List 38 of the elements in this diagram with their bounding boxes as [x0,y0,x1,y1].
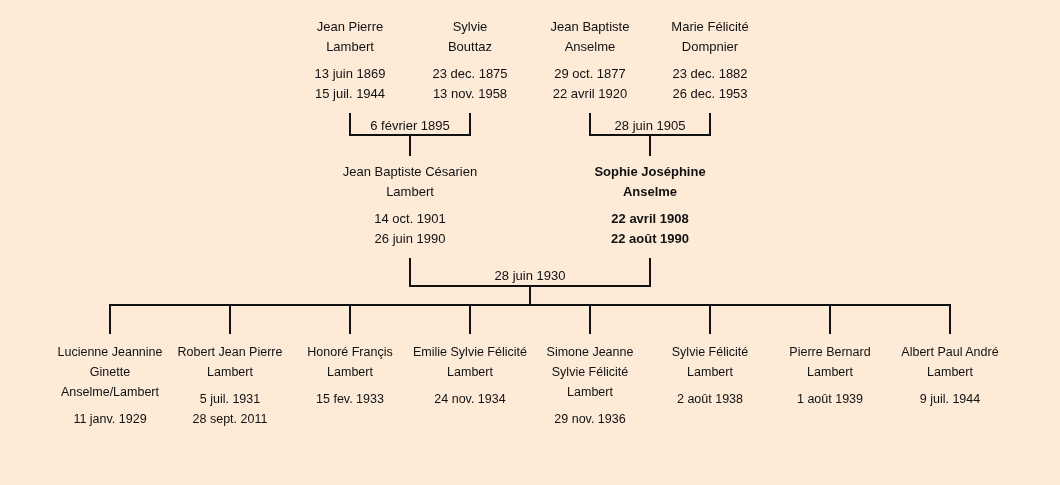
person-name: Sylvie Félicité Lambert [670,344,750,381]
date-text: 15 juil. 1944 [313,85,387,103]
date-text: 13 nov. 1958 [431,85,509,103]
date-text: 22 avril 1920 [551,85,629,103]
family-tree-line [409,112,471,157]
date-text: 14 oct. 1901 [373,210,447,228]
date-text: 23 dec. 1875 [431,65,509,83]
family-tree-line [649,112,711,157]
person-name: Emilie Sylvie Félicité Lambert [412,344,528,381]
date-text: 24 nov. 1934 [433,391,507,408]
date-text: 2 août 1938 [675,391,744,408]
marriage-date: 6 février 1895 [370,118,450,134]
person-name: Jean Pierre Lambert [315,18,385,56]
date-text: 22 août 1990 [609,230,690,248]
date-text: 29 oct. 1877 [553,65,627,83]
date-text: 1 août 1939 [795,391,864,408]
date-text: 15 fev. 1933 [315,391,385,408]
person-name: Sophie Joséphine Anselme [593,163,707,201]
person-name: Honoré Françis Lambert [306,344,394,381]
person-name: Simone Jeanne Sylvie Félicité Lambert [545,344,635,401]
date-text: 23 dec. 1882 [671,65,749,83]
person-name: Albert Paul André Lambert [900,344,1000,381]
person-name: Lucienne Jeannine Ginette Anselme/Lambert [56,344,164,401]
date-text: 13 juin 1869 [313,65,387,83]
date-text: 29 nov. 1936 [553,411,627,428]
person-name: Jean Baptiste Césarien Lambert [341,163,479,201]
person-name: Sylvie Bouttaz [446,18,494,56]
date-text: 22 avril 1908 [610,210,690,228]
marriage-date: 28 juin 1905 [614,118,686,134]
date-text: 26 dec. 1953 [671,85,749,103]
person-name: Robert Jean Pierre Lambert [176,344,284,381]
marriage-date: 28 juin 1930 [494,268,566,284]
person-name: Marie Félicité Dompnier [670,18,750,56]
person-name: Pierre Bernard Lambert [788,344,872,381]
person-name: Jean Baptiste Anselme [549,18,631,56]
date-text: 9 juil. 1944 [918,391,982,408]
family-tree-line [529,257,951,335]
date-text: 26 juin 1990 [373,230,447,248]
